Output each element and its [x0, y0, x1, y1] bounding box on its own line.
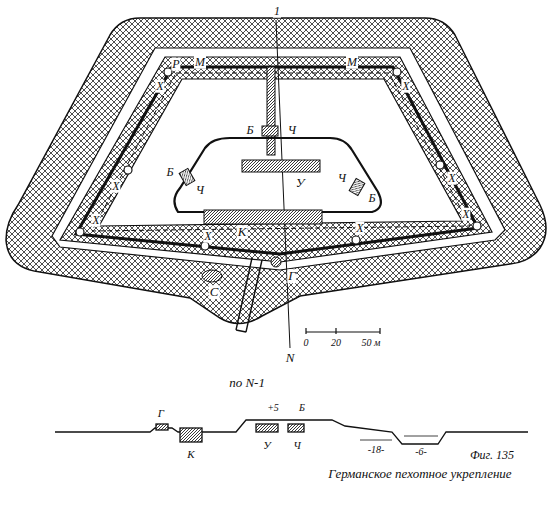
callout-letter: Б	[367, 192, 376, 205]
callout-letter: Х	[111, 180, 120, 193]
figure-caption: Германское пехотное укрепление	[328, 466, 511, 482]
callout-letter: Х	[447, 172, 456, 185]
wire-obstacle	[6, 18, 546, 324]
scale-bar	[306, 328, 380, 334]
callout-letter: 1	[273, 5, 281, 18]
callout-letter: К	[186, 449, 195, 461]
callout-letter: -6-	[414, 447, 428, 458]
callout-letter: +5	[266, 403, 280, 414]
callout-letter: 0	[303, 338, 310, 349]
dugout-c	[202, 270, 222, 282]
trench-dash	[92, 73, 470, 231]
post	[349, 178, 365, 195]
post	[262, 126, 278, 136]
callout-letter: К	[237, 225, 248, 239]
gallery	[267, 67, 275, 155]
callout-letter: Г	[287, 269, 296, 283]
callout-letter: Ч	[195, 184, 205, 197]
communication-trench-loop	[174, 138, 380, 212]
callout-letter: Р	[171, 58, 180, 71]
callout-letter: Б	[245, 124, 254, 137]
callout-letter: N	[285, 351, 296, 365]
callout-letter: Б	[165, 166, 174, 179]
shelter-k	[204, 210, 322, 224]
callout-letter: Ч	[292, 440, 302, 452]
callout-letter: 50 м	[361, 338, 382, 349]
callout-letter: Х	[203, 230, 212, 243]
callout-letter: по N-1	[228, 376, 266, 390]
mg-posts	[76, 68, 481, 250]
callout-letter: 20	[330, 338, 342, 349]
shelter-u	[242, 160, 320, 172]
callout-letter: С	[209, 285, 220, 299]
callout-letter: Ч	[287, 124, 297, 137]
callout-letter: Г	[157, 408, 165, 420]
callout-letter: Фиг. 135	[469, 449, 515, 462]
callout-letter: Х	[91, 214, 100, 227]
callout-letter: У	[295, 176, 306, 190]
callout-letter: -18-	[367, 445, 386, 456]
callout-letter: Ч	[337, 172, 347, 185]
callout-letter: М	[346, 56, 358, 69]
callout-letter: Х	[461, 208, 470, 221]
entrance-passage	[236, 258, 262, 332]
callout-letter: Х	[401, 80, 410, 93]
post-g	[271, 257, 281, 267]
callout-letter: У	[262, 440, 271, 452]
callout-letter: Х	[155, 80, 164, 93]
callout-letter: Б	[298, 403, 306, 414]
trench	[76, 67, 478, 254]
callout-letter: Х	[355, 222, 364, 235]
section-axis	[276, 20, 290, 348]
post	[179, 168, 195, 185]
inner-court	[99, 79, 462, 226]
callout-letter: М	[194, 56, 206, 69]
parapet-band	[60, 57, 492, 262]
